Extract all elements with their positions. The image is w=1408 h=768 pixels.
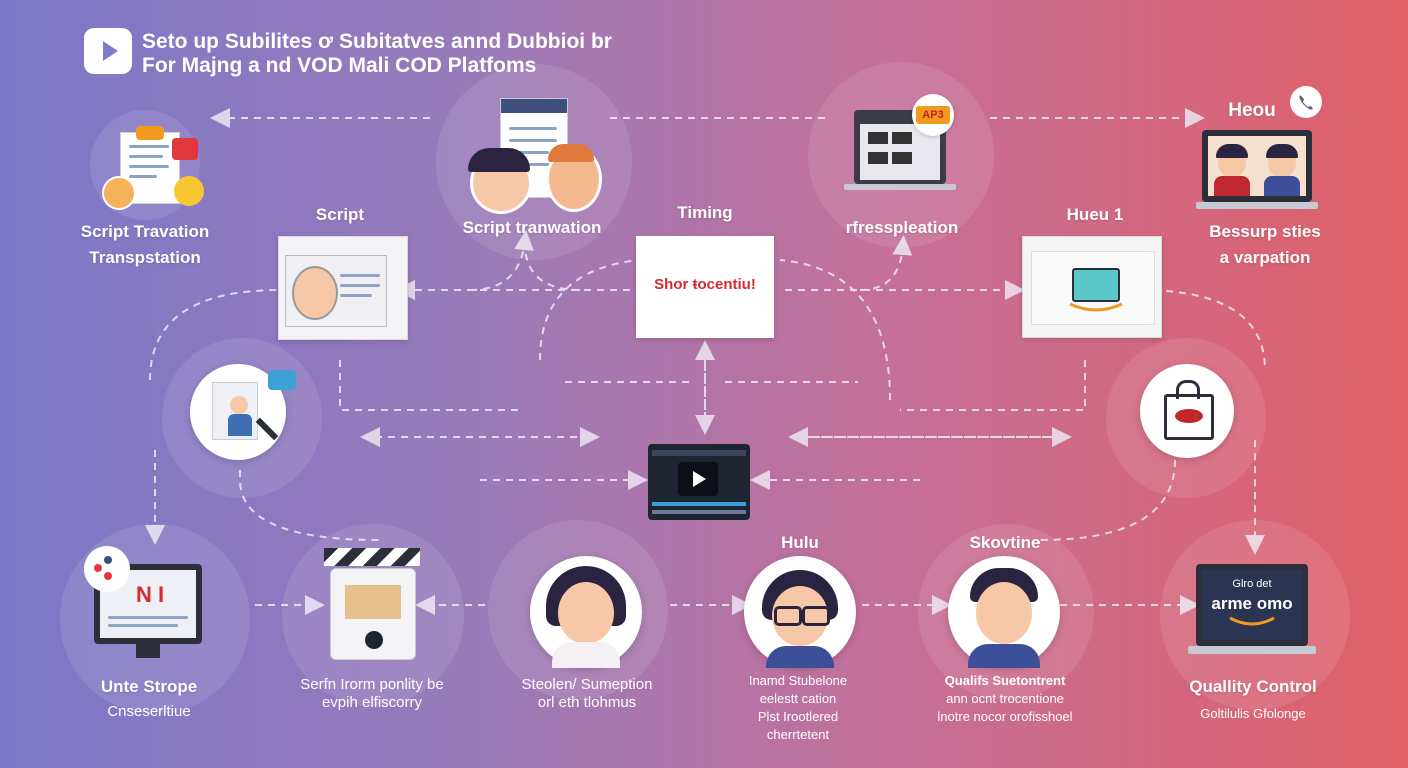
skovtine-line1: Qualifs Suetontrent [944,673,1066,688]
user-avatar-icon [102,176,136,210]
clapperboard-icon[interactable] [324,548,420,660]
hulu-line2: eelestt cation [759,691,837,706]
hair [548,144,594,162]
woman-avatar[interactable] [530,556,642,668]
ap3-badge: AP3 [912,94,954,136]
laptop-base [844,184,956,190]
ap3-badge-text: AP3 [916,106,950,124]
transpilation-label: rfresspleation [845,218,959,237]
shopping-bag-icon [1072,268,1120,302]
hulu-desc: Inamd Stubelone eelestt cation Plst Iroo… [718,672,878,744]
top-right-label: Bessurp sties a varpation [1185,222,1345,268]
skovtine-line3: lnotre nocor orofisshoel [937,709,1073,724]
timing-label: Timing [677,203,733,222]
laptop-base [1196,202,1318,209]
quality-control-label: Quallity Control [1189,677,1317,696]
steolen-line1: Steolen/ Sumeption [521,676,653,693]
man-avatar[interactable] [948,556,1060,668]
skovtine-label: Skovtine [969,533,1041,552]
quality-control-sub: Goltilulis Gfolonge [1200,706,1306,721]
hulu-line4: cherrtetent [766,727,830,742]
script-label: Script [315,205,365,224]
glasses-woman-avatar[interactable] [744,556,856,668]
timing-card[interactable]: Shor ŧocentiu! [636,236,774,338]
unte-strope-label: Unte Strope [100,677,198,696]
quality-laptop-icon[interactable]: Glro det arme omo [1196,564,1308,646]
dots-icon [84,546,130,592]
serfn-line1: Serfn Irorm ponlity be [300,676,444,693]
header-title-line1: Seto up Subilites ơ Subitatves annd Dubb… [142,30,612,53]
top-right-line1: Bessurp sties [1209,222,1321,241]
chat-bubble-icon [136,126,164,140]
skovtine-line2: ann ocnt trocentione [946,691,1064,706]
amazon-smile-icon [1229,616,1275,626]
serfn-label: Serfn Irorm ponlity be evpih elfiscorry [282,676,462,712]
top-left-line2: Transpstation [89,248,201,267]
header-title: Seto up Subilites ơ Subitatves annd Dubb… [142,30,612,78]
bag-icon [1164,394,1214,440]
timing-card-text: Shor ŧocentiu! [654,276,756,293]
script-translation-label: Script tranwation [462,218,602,237]
header-title-line2: For Majng a nd VOD Mali COD Platfoms [142,54,537,77]
top-left-label: Script Travation Transpstation [60,222,230,268]
laptop-screen-top-text: Glro det [1232,578,1272,590]
play-button[interactable] [678,462,718,496]
tv-monitor-icon[interactable]: N I [94,564,202,644]
steolen-label: Steolen/ Sumeption orl eth tlohmus [498,676,676,712]
chat-bubble-red-icon [172,138,198,160]
tv-screen-text: N I [136,582,165,607]
laptop-screen-main-text: arme omo [1211,594,1293,613]
hueu1-label: Hueu 1 [1066,205,1124,224]
skovtine-desc: Qualifs Suetontrent ann ocnt trocentione… [922,672,1088,726]
hueu1-card[interactable] [1022,236,1162,338]
hulu-line1: Inamd Stubelone [748,673,848,688]
emoji-icon [174,176,204,206]
shopping-circle[interactable] [1140,364,1234,458]
doc-header-bar [501,99,567,113]
unte-strope-sub: Cnseserltiue [107,703,191,720]
top-right-line2: a varpation [1219,248,1311,267]
pen-icon [255,417,279,441]
video-call-laptop-icon [1202,130,1312,202]
hulu-line3: Plst Irootlered [757,709,839,724]
video-player[interactable] [648,444,750,520]
monitor-stand [136,644,160,658]
play-icon [693,471,706,487]
play-logo-icon [84,28,132,74]
script-card[interactable] [278,236,408,340]
phone-call-icon [1290,86,1322,118]
steolen-line2: orl eth tlohmus [537,694,637,711]
chat-bubble-icon [268,370,296,390]
amazon-smile-icon [1069,302,1123,312]
hair [468,148,530,172]
top-left-line1: Script Travation [80,222,210,241]
heou-label: Heou [1228,100,1276,121]
hulu-label: Hulu [781,533,819,552]
laptop-icon [854,110,946,184]
script-doc-icon [285,255,387,327]
laptop-base [1188,646,1316,654]
serfn-line2: evpih elfiscorry [321,694,423,711]
